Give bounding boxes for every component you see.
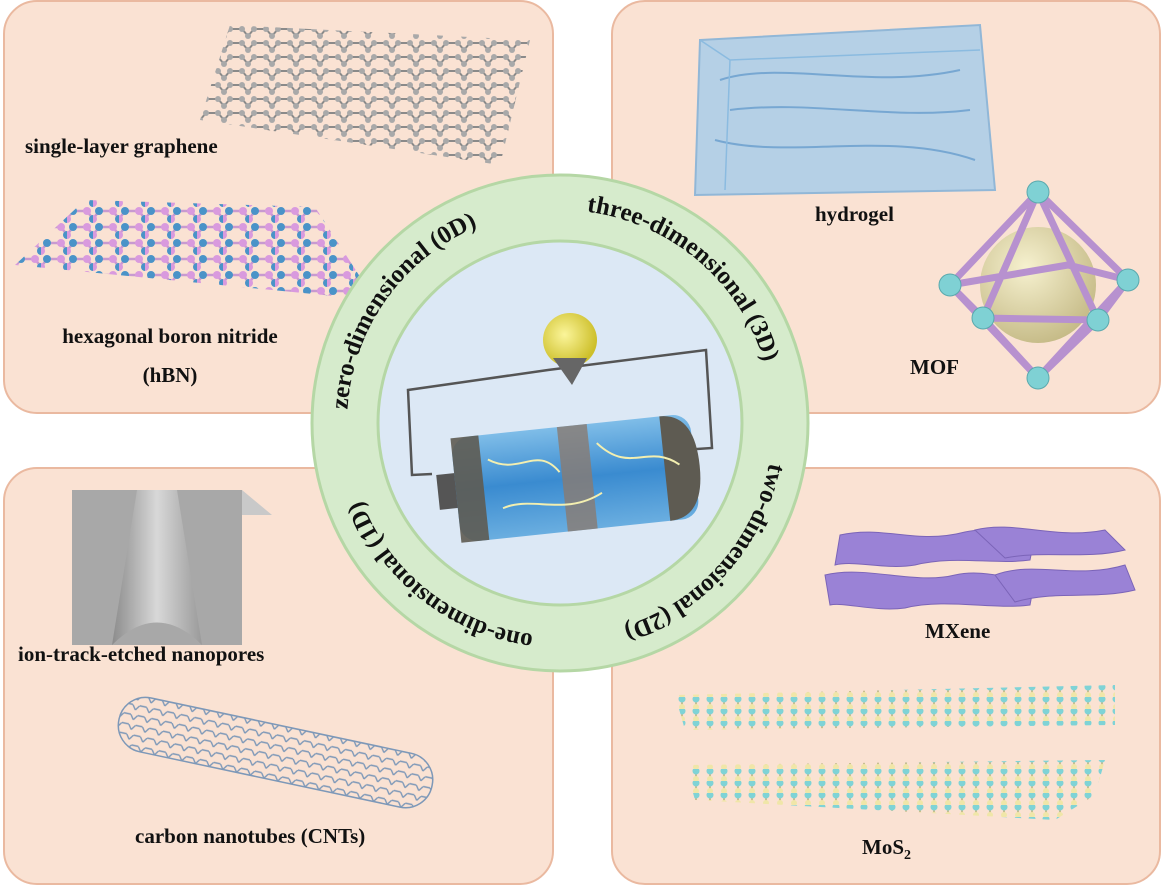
nanopores-label: ion-track-etched nanopores bbox=[18, 642, 265, 666]
hbn-label-line1: hexagonal boron nitride bbox=[62, 324, 278, 348]
graphene-label: single-layer graphene bbox=[25, 134, 218, 158]
hydrogel-label: hydrogel bbox=[815, 202, 894, 226]
mof-label: MOF bbox=[910, 355, 959, 379]
mxene-illustration bbox=[824, 526, 1136, 610]
cnt-label: carbon nanotubes (CNTs) bbox=[135, 824, 366, 848]
mos2-label-subscript: 2 bbox=[904, 848, 911, 864]
mof-illustration bbox=[938, 180, 1140, 390]
hbn-illustration bbox=[15, 200, 375, 300]
mos2-label-text: MoS bbox=[862, 835, 904, 859]
hbn-label: hexagonal boron nitride (hBN) bbox=[20, 324, 320, 388]
hbn-label-line2: (hBN) bbox=[142, 363, 198, 387]
cnt-illustration bbox=[117, 696, 434, 809]
mos2-label: MoS2 bbox=[862, 835, 911, 864]
nanopore-illustration bbox=[72, 490, 272, 645]
graphene-illustration bbox=[200, 25, 530, 165]
mxene-label: MXene bbox=[925, 619, 991, 643]
battery-circuit-illustration bbox=[406, 313, 714, 543]
hydrogel-illustration bbox=[693, 23, 997, 197]
light-bulb-icon bbox=[543, 313, 597, 367]
mos2-illustration bbox=[675, 685, 1115, 820]
